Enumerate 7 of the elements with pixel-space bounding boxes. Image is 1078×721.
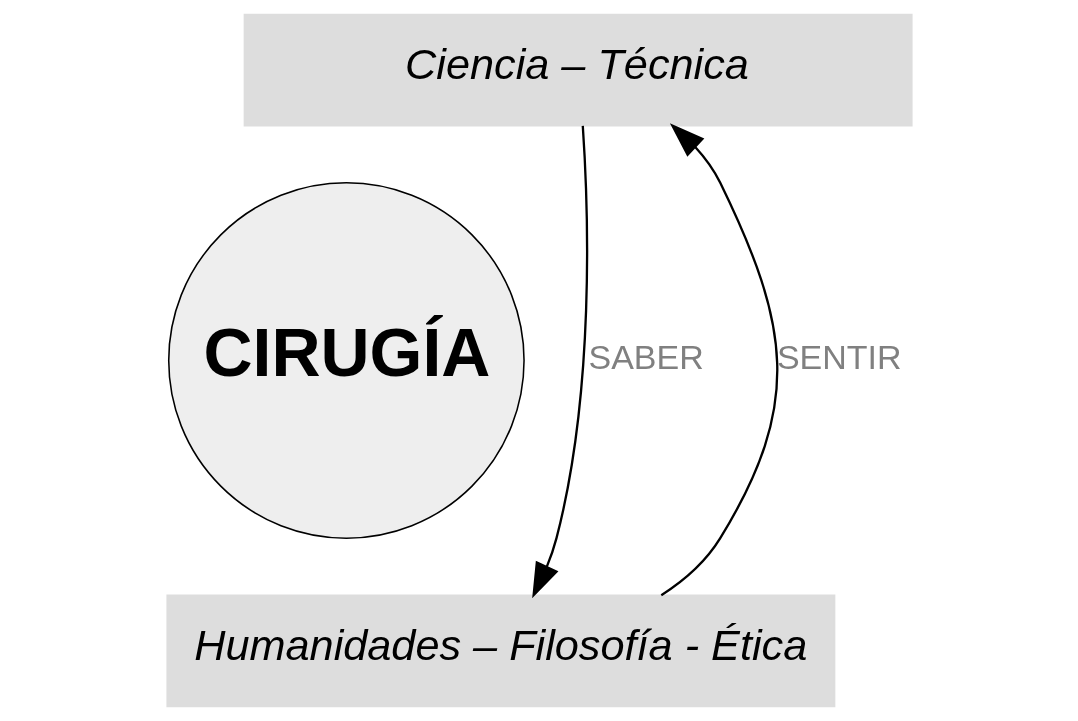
edge-label: SABER [588, 338, 704, 377]
edge-label: SENTIR [776, 338, 901, 377]
arrow [660, 123, 778, 597]
node-circle: CIRUGÍA [167, 182, 525, 539]
node-box: Ciencia – Técnica [243, 13, 913, 127]
arrow [531, 125, 588, 599]
node-box: Humanidades – Filosofía - Ética [165, 594, 835, 708]
